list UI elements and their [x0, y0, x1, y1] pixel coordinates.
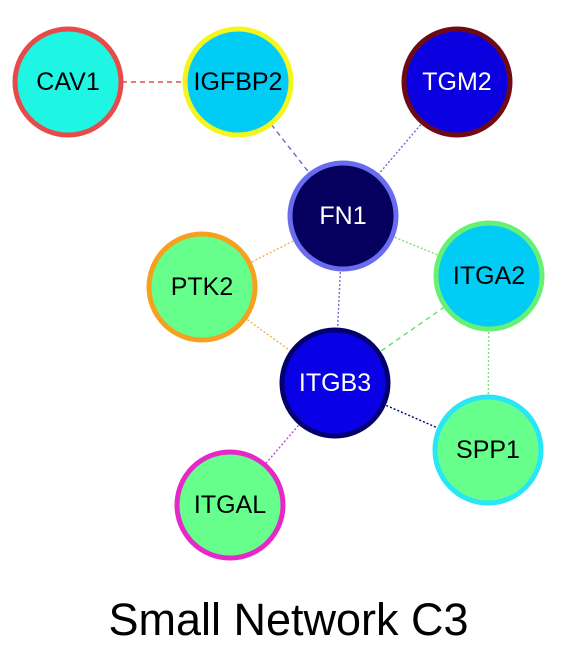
node-circle-tgm2	[401, 26, 513, 138]
node-label-spp1: SPP1	[456, 436, 520, 464]
node-circle-spp1	[432, 394, 544, 506]
network-title: Small Network C3	[108, 594, 469, 645]
node-itgal[interactable]: ITGAL	[174, 449, 286, 561]
edge-itgb3-itgal	[229, 382, 336, 506]
node-label-ptk2: PTK2	[171, 273, 234, 301]
node-circle-fn1	[287, 160, 399, 272]
node-itgb3[interactable]: ITGB3	[279, 327, 391, 439]
node-label-tgm2: TGM2	[422, 68, 491, 96]
node-spp1[interactable]: SPP1	[432, 394, 544, 506]
node-label-itgal: ITGAL	[194, 491, 266, 519]
node-fn1[interactable]: FN1	[287, 160, 399, 272]
node-label-itga2: ITGA2	[453, 262, 525, 290]
node-label-igfbp2: IGFBP2	[194, 68, 283, 96]
node-circle-cav1	[12, 26, 124, 138]
node-cav1[interactable]: CAV1	[12, 26, 124, 138]
node-circle-itgal	[174, 449, 286, 561]
node-label-cav1: CAV1	[36, 68, 99, 96]
edges-layer	[68, 81, 490, 506]
node-igfbp2[interactable]: IGFBP2	[182, 26, 294, 138]
node-tgm2[interactable]: TGM2	[401, 26, 513, 138]
node-itga2[interactable]: ITGA2	[433, 220, 545, 332]
node-label-itgb3: ITGB3	[299, 369, 371, 397]
node-label-fn1: FN1	[319, 202, 366, 230]
node-circle-ptk2	[146, 231, 258, 343]
node-circle-itgb3	[279, 327, 391, 439]
node-circle-itga2	[433, 220, 545, 332]
node-circle-igfbp2	[182, 26, 294, 138]
node-ptk2[interactable]: PTK2	[146, 231, 258, 343]
